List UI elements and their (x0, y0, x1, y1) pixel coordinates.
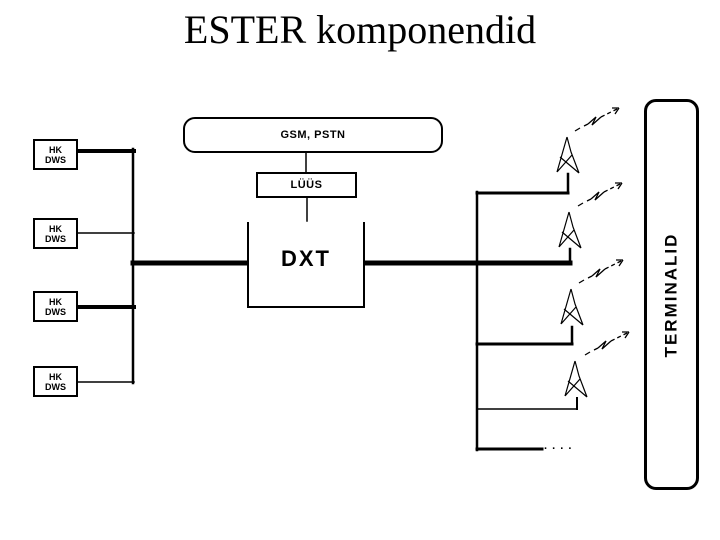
hk-dws-box-2: HK DWS (33, 218, 78, 249)
antenna-icon (564, 360, 588, 398)
hk-dws-label: HK (49, 223, 62, 234)
dxt-box: DXT (247, 222, 365, 308)
radio-wave-arrow-icon (577, 182, 623, 207)
antenna-icon (558, 211, 582, 249)
slide-title: ESTER komponendid (183, 7, 537, 52)
hk-dws-label: DWS (45, 381, 66, 392)
antenna-icon (556, 136, 580, 174)
hk-dws-label: HK (49, 296, 62, 307)
hk-dws-box-4: HK DWS (33, 366, 78, 397)
hk-dws-label: HK (49, 371, 62, 382)
ellipsis-dots: . . . . (544, 440, 573, 452)
antenna-icon (560, 288, 584, 326)
gsm-pstn-label: GSM, PSTN (280, 129, 346, 141)
terminalid-box: TERMINALID (644, 99, 699, 490)
radio-wave-arrow-icon (578, 259, 624, 284)
radio-wave-arrow-icon (584, 331, 630, 356)
terminalid-label: TERMINALID (661, 232, 681, 357)
hk-dws-box-3: HK DWS (33, 291, 78, 322)
hk-dws-label: HK (49, 144, 62, 155)
luus-box: LÜÜS (256, 172, 357, 198)
luus-label: LÜÜS (290, 179, 323, 191)
radio-wave-arrow-icon (574, 107, 620, 132)
hk-dws-box-1: HK DWS (33, 139, 78, 170)
dxt-label: DXT (281, 246, 331, 271)
gsm-pstn-box: GSM, PSTN (183, 117, 443, 153)
hk-dws-label: DWS (45, 306, 66, 317)
hk-dws-label: DWS (45, 154, 66, 165)
hk-dws-label: DWS (45, 233, 66, 244)
